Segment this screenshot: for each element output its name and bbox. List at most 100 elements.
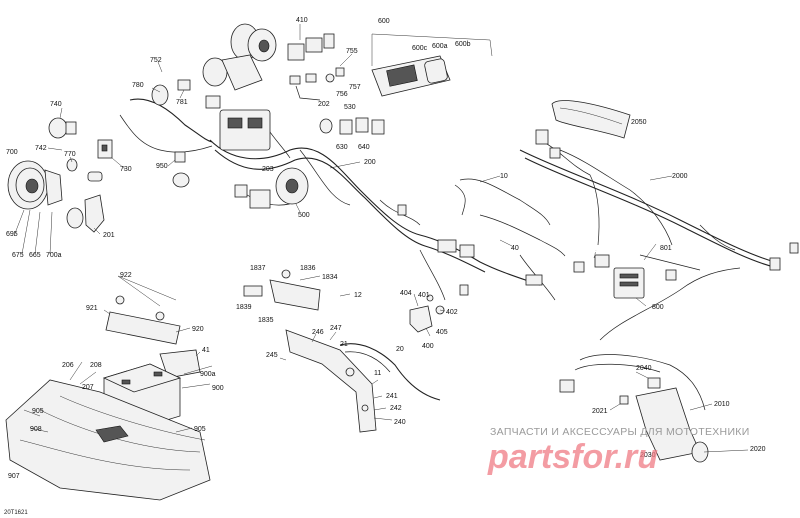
callout-695: 695: [6, 231, 18, 238]
callout-757: 757: [349, 84, 361, 91]
callout-410: 410: [296, 17, 308, 24]
ecu-800: [613, 267, 645, 299]
leader-lines: [13, 24, 749, 453]
sensor-400: [409, 294, 445, 333]
callout-630: 630: [336, 144, 348, 151]
callout-1839: 1839: [236, 304, 252, 311]
callout-201: 201: [103, 232, 115, 239]
rear-connectors: [535, 129, 799, 281]
callout-500: 500: [298, 212, 310, 219]
ignition-950: [172, 151, 190, 188]
callout-600c: 600c: [412, 45, 428, 52]
callout-207: 207: [82, 384, 94, 391]
watermark: ЗАПЧАСТИ И АКСЕССУАРЫ ДЛЯ МОТОТЕХНИКИ pa…: [487, 426, 749, 476]
callout-801: 801: [660, 245, 672, 252]
callout-1836: 1836: [300, 265, 316, 272]
bracket-240: [285, 329, 377, 433]
callout-700: 700: [6, 149, 18, 156]
holder-41: [159, 349, 201, 379]
callout-800: 800: [652, 304, 664, 311]
callout-600b: 600b: [455, 41, 471, 48]
switch-730: [97, 139, 113, 159]
callout-203: 203: [262, 166, 274, 173]
watermark-logo: partsfor.ru: [487, 438, 658, 476]
callout-2021: 2021: [592, 408, 608, 415]
callout-600a: 600a: [432, 43, 448, 50]
callout-41: 41: [202, 347, 210, 354]
callout-900a: 900a: [200, 371, 216, 378]
battery-tray-905: [5, 379, 211, 501]
callout-12: 12: [354, 292, 362, 299]
callout-908: 908: [30, 426, 42, 433]
gauge-cluster-600: [371, 33, 493, 97]
callout-600: 600: [378, 18, 390, 25]
callout-1834: 1834: [322, 274, 338, 281]
callout-2020: 2020: [750, 446, 766, 453]
callout-922: 922: [120, 272, 132, 279]
callout-950: 950: [156, 163, 168, 170]
callout-781: 781: [176, 99, 188, 106]
accessory-harness-2010: [574, 267, 741, 411]
callout-920: 920: [192, 326, 204, 333]
callout-402: 402: [446, 309, 458, 316]
callout-200: 200: [364, 159, 376, 166]
rear-harness-2000: [519, 139, 779, 271]
bulb-770: [66, 158, 103, 182]
taillight-2050: [551, 100, 631, 139]
switches-630-640: [319, 117, 385, 135]
callout-1835: 1835: [258, 317, 274, 324]
headlight-left-700: [7, 160, 63, 210]
bracket-920: [105, 295, 181, 345]
callout-665: 665: [29, 252, 41, 259]
callout-405: 405: [436, 329, 448, 336]
callout-907: 907: [8, 473, 20, 480]
harness-connectors-mid: [397, 204, 610, 296]
callout-400: 400: [422, 343, 434, 350]
bracket-1835: [243, 269, 321, 311]
callout-755: 755: [346, 48, 358, 55]
callout-2050: 2050: [631, 119, 647, 126]
callout-752: 752: [150, 57, 162, 64]
callout-247: 247: [330, 325, 342, 332]
callout-401: 401: [418, 292, 430, 299]
callout-1837: 1837: [250, 265, 266, 272]
fuse-box: [205, 95, 271, 151]
callout-780: 780: [132, 82, 144, 89]
callout-246: 246: [312, 329, 324, 336]
callout-530: 530: [344, 104, 356, 111]
callout-700a: 700a: [46, 252, 62, 259]
callout-labels: 410 600 600c 600a 600b 755 752 780 781 7…: [6, 17, 766, 480]
headlight-bracket-201: [66, 194, 105, 233]
callout-404: 404: [400, 290, 412, 297]
callout-21: 21: [340, 341, 348, 348]
callout-742: 742: [35, 145, 47, 152]
callout-905: 905: [32, 408, 44, 415]
callout-2040: 2040: [636, 365, 652, 372]
callout-202: 202: [318, 101, 330, 108]
callout-20: 20: [396, 346, 404, 353]
callout-2010: 2010: [714, 401, 730, 408]
callout-2000: 2000: [672, 173, 688, 180]
module-203: [234, 184, 271, 209]
connectors-755-757: [289, 67, 345, 101]
callout-242: 242: [390, 405, 402, 412]
callout-2030: 2030: [640, 452, 656, 459]
accessory-module-2020: [559, 377, 709, 463]
callout-10: 10: [500, 173, 508, 180]
callout-241: 241: [386, 393, 398, 400]
callout-675: 675: [12, 252, 24, 259]
callout-240: 240: [394, 419, 406, 426]
callout-730: 730: [120, 166, 132, 173]
diagram-code: 20T1621: [4, 510, 28, 516]
callout-640: 640: [358, 144, 370, 151]
callout-11: 11: [374, 370, 381, 377]
callout-905b: 905: [194, 426, 206, 433]
bulb-740: [48, 117, 77, 139]
relay-block-410: [287, 33, 335, 61]
callout-770: 770: [64, 151, 76, 158]
callout-921: 921: [86, 305, 98, 312]
callout-756: 756: [336, 91, 348, 98]
battery-cable-20: [339, 343, 441, 401]
headlight-right: [202, 23, 277, 91]
regulator-500: [275, 167, 309, 205]
